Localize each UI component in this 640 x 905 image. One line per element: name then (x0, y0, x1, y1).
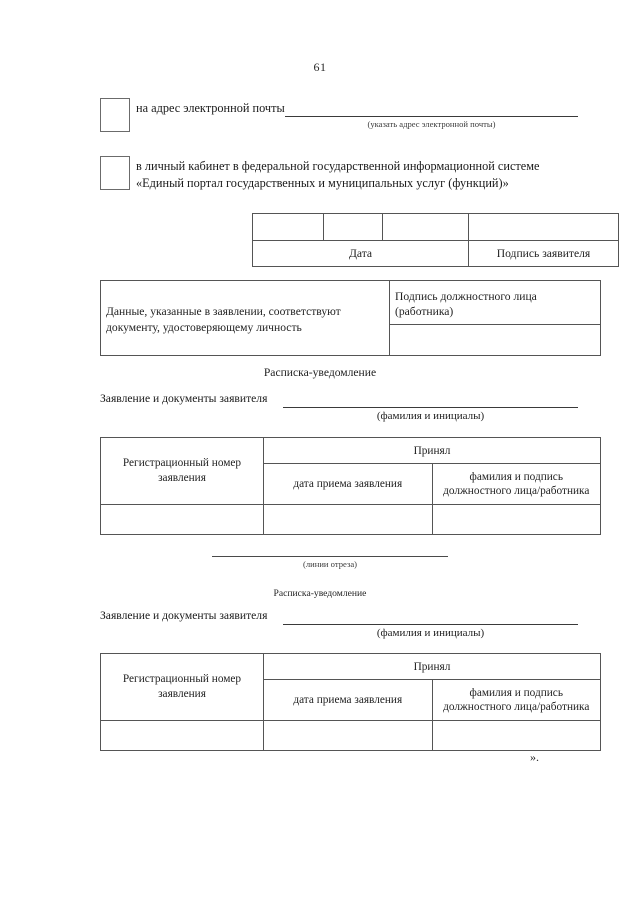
official-name-signature-header: фамилия и подпись должностного лица/рабо… (431, 679, 601, 721)
conformity-statement-line-1: Данные, указанные в заявлении, соответст… (106, 305, 341, 318)
acceptance-date-field[interactable] (263, 720, 433, 751)
conformity-statement-line-2: документу, удостоверяющему личность (106, 320, 302, 334)
table-row: Регистрационный номер заявления Принял (100, 653, 601, 721)
applicant-name-caption: (фамилия и инициалы) (376, 410, 485, 422)
table-row (252, 213, 619, 241)
date-signature-table: Дата Подпись заявителя (252, 213, 619, 267)
date-cell-month[interactable] (323, 213, 383, 241)
applicant-documents-label: Заявление и документы заявителя (100, 609, 268, 622)
registration-table-second: Регистрационный номер заявления Принял д… (100, 653, 601, 751)
official-name-signature-header: фамилия и подпись должностного лица/рабо… (431, 463, 601, 505)
official-signature-line-2: (работника) (395, 305, 454, 318)
registration-number-field[interactable] (100, 720, 264, 751)
official-signature-label: Подпись должностного лица (работника) (389, 280, 601, 325)
receipt-title-second: Расписка-уведомление (273, 588, 367, 599)
cut-line-caption: (линии отреза) (302, 559, 358, 569)
delivery-option-gosuslugi[interactable] (100, 156, 130, 190)
table-row: дата приема заявления фамилия и подпись … (101, 463, 601, 505)
registration-number-header: Регистрационный номер заявления (100, 653, 264, 721)
applicant-name-caption: (фамилия и инициалы) (376, 627, 485, 639)
checkbox-email[interactable] (100, 98, 130, 132)
checkbox-gosuslugi[interactable] (100, 156, 130, 190)
accepted-header: Принял (263, 653, 601, 680)
table-row (100, 504, 601, 535)
registration-table-first: Регистрационный номер заявления Принял д… (100, 437, 601, 535)
email-fill-caption: (указать адрес электронной почты) (367, 119, 496, 129)
table-row: Данные, указанные в заявлении, соответст… (100, 280, 601, 356)
acceptance-date-header: дата приема заявления (263, 463, 433, 505)
delivery-option-gosuslugi-label: в личный кабинет в федеральной государст… (136, 158, 540, 192)
email-fill-rule[interactable] (285, 116, 578, 117)
receipt-title-first: Расписка-уведомление (263, 366, 377, 379)
applicant-documents-line-second: Заявление и документы заявителя (фамилия… (100, 609, 578, 643)
delivery-option-email[interactable] (100, 98, 130, 132)
table-row (101, 324, 601, 356)
conformity-table: Данные, указанные в заявлении, соответст… (100, 280, 601, 356)
table-row (100, 720, 601, 751)
accepted-header: Принял (263, 437, 601, 464)
registration-number-field[interactable] (100, 504, 264, 535)
delivery-option-email-label: на адрес электронной почты (136, 101, 285, 115)
official-name-field[interactable] (431, 720, 601, 751)
applicant-name-rule[interactable] (283, 407, 578, 408)
gosuslugi-label-line-1: в личный кабинет в федеральной государст… (136, 159, 540, 173)
applicant-name-rule[interactable] (283, 624, 578, 625)
closing-quote-mark: ». (530, 750, 539, 764)
registration-number-header: Регистрационный номер заявления (100, 437, 264, 505)
applicant-signature-label: Подпись заявителя (468, 240, 619, 267)
applicant-documents-label: Заявление и документы заявителя (100, 392, 268, 405)
page-number: 61 (313, 60, 327, 74)
acceptance-date-field[interactable] (263, 504, 433, 535)
applicant-documents-line-first: Заявление и документы заявителя (фамилия… (100, 392, 578, 426)
gosuslugi-label-line-2: «Единый портал государственных и муницип… (136, 176, 509, 190)
acceptance-date-header: дата приема заявления (263, 679, 433, 721)
date-cell-day[interactable] (252, 213, 324, 241)
official-signature-line-1: Подпись должностного лица (395, 289, 537, 303)
signature-cell[interactable] (468, 213, 619, 241)
conformity-statement: Данные, указанные в заявлении, соответст… (100, 280, 390, 356)
official-name-field[interactable] (431, 504, 601, 535)
table-row: Дата Подпись заявителя (252, 240, 619, 267)
email-option-fields: на адрес электронной почты (указать адре… (100, 100, 578, 136)
date-label: Дата (252, 240, 469, 267)
official-signature-field[interactable] (389, 324, 601, 356)
cut-line-rule (212, 556, 448, 557)
table-row: дата приема заявления фамилия и подпись … (101, 679, 601, 721)
date-cell-year[interactable] (382, 213, 469, 241)
table-row: Регистрационный номер заявления Принял (100, 437, 601, 505)
